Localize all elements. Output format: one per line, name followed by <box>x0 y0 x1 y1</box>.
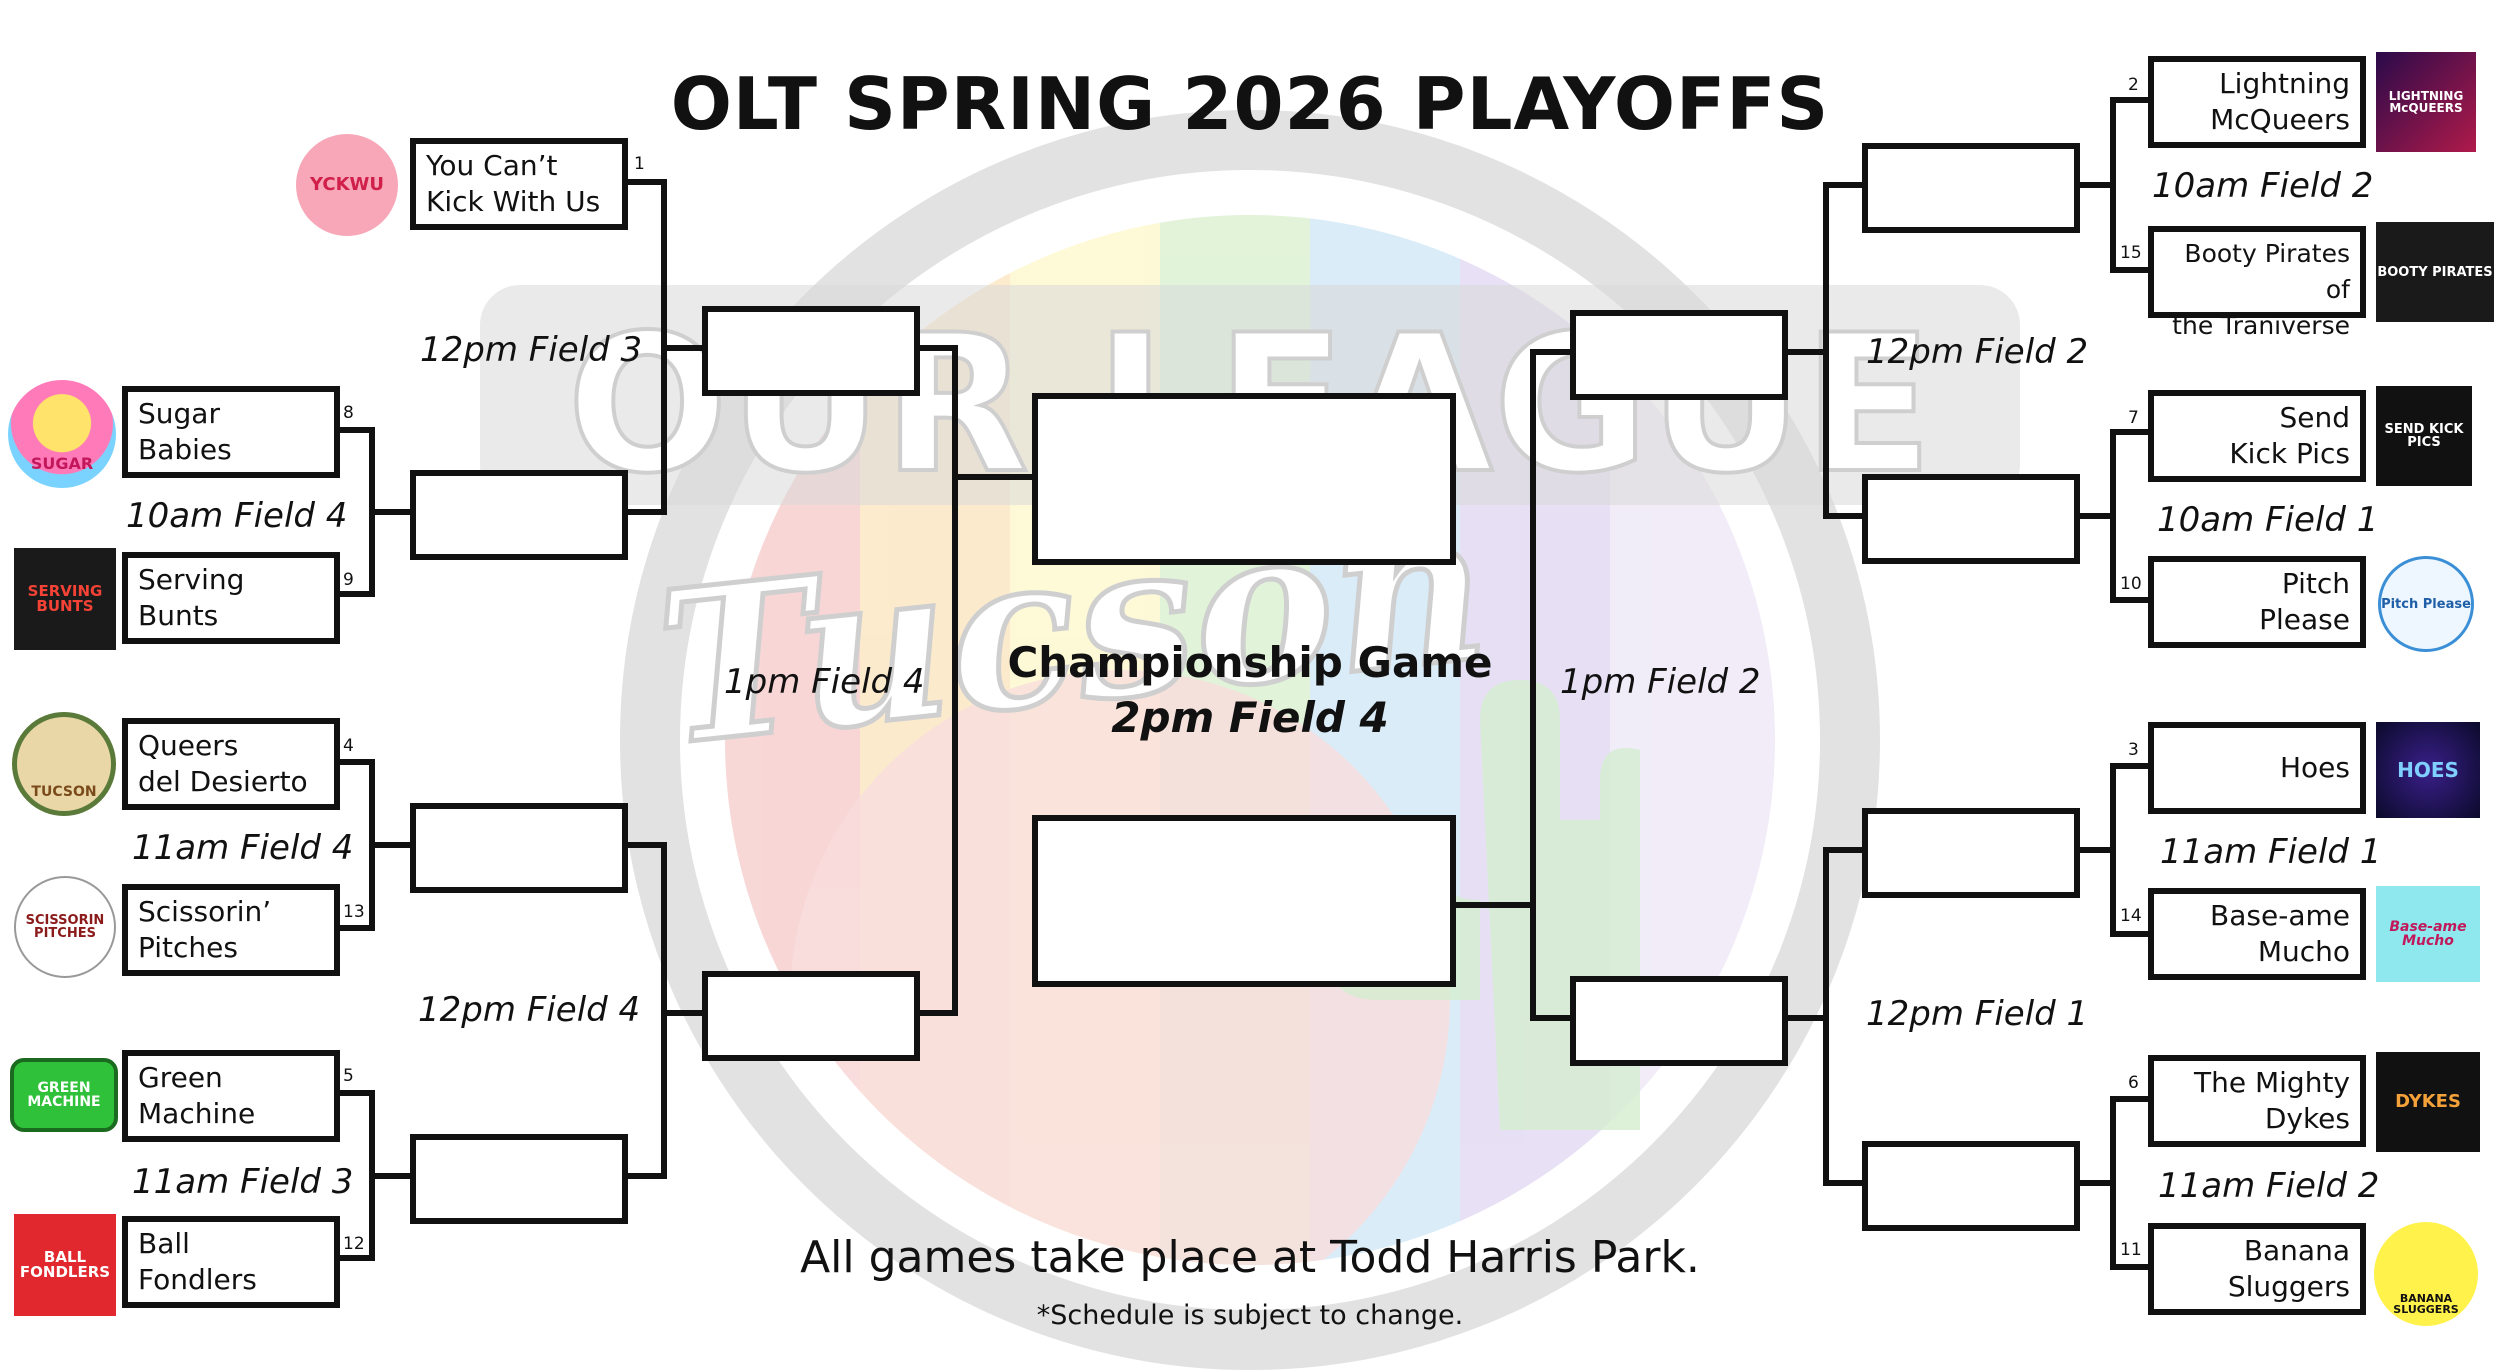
seed-9: 9 <box>343 570 354 590</box>
right-quarter-box-bottom <box>1570 976 1788 1066</box>
seed-11: 11 <box>2120 1240 2142 1260</box>
game-label-left-r1-c: 11am Field 3 <box>132 1162 354 1202</box>
skull-logo-icon: BOOTY PIRATES <box>2376 222 2494 322</box>
game-label-left-r1-b: 11am Field 4 <box>132 828 354 868</box>
team-box-the-mighty-dykes: The Mighty Dykes <box>2148 1055 2366 1147</box>
seed-3: 3 <box>2128 740 2139 760</box>
game-label-right-r1-c: 11am Field 1 <box>2160 832 2382 872</box>
game-label-right-r2-top: 12pm Field 2 <box>1866 332 2089 372</box>
neon-logo-icon: HOES <box>2376 722 2480 818</box>
seed-5: 5 <box>343 1066 354 1086</box>
left-quarter-box-bottom <box>702 971 920 1061</box>
team-box-sugar-babies: Sugar Babies <box>122 386 340 478</box>
seed-13: 13 <box>343 902 365 922</box>
game-label-right-r1-d: 11am Field 2 <box>2158 1166 2380 1206</box>
right-quarter-box-top <box>1570 310 1788 400</box>
chef-logo-icon: SERVING BUNTS <box>14 548 116 650</box>
team-box-serving-bunts: Serving Bunts <box>122 552 340 644</box>
seed-4: 4 <box>343 736 354 756</box>
game-label-right-r2-bottom: 12pm Field 1 <box>1866 994 2089 1034</box>
page-title: OLT SPRING 2026 PLAYOFFS <box>670 62 1830 146</box>
finalist-box-bottom <box>1032 815 1456 987</box>
team-box-booty-pirates: Booty Pirates of the Traniverse <box>2148 226 2366 340</box>
championship-title: Championship Game <box>1007 638 1493 687</box>
championship-label: Championship Game 2pm Field 4 <box>950 638 1550 742</box>
finalist-box-top <box>1032 393 1456 565</box>
ball-face-logo-icon: Pitch Please <box>2378 556 2474 652</box>
team-box-green-machine: Green Machine <box>122 1050 340 1142</box>
game-label-right-semi: 1pm Field 2 <box>1560 662 1761 702</box>
seed-8: 8 <box>343 403 354 423</box>
left-round2-box-a <box>410 470 628 560</box>
van-logo-icon: GREEN MACHINE <box>10 1058 118 1132</box>
championship-time: 2pm Field 4 <box>1111 693 1389 742</box>
desert-logo-icon: TUCSON <box>12 712 116 816</box>
lips-logo-icon: YCKWU <box>296 134 398 236</box>
team-box-scissorin-pitches: Scissorin’ Pitches <box>122 884 340 976</box>
seed-6: 6 <box>2128 1073 2139 1093</box>
left-quarter-box-top <box>702 306 920 396</box>
right-round2-box-c <box>1862 808 2080 898</box>
scissors-logo-icon: SCISSORIN PITCHES <box>14 876 116 978</box>
candy-logo-icon: SUGAR <box>8 380 116 488</box>
team-box-banana-sluggers: Banana Sluggers <box>2148 1223 2366 1315</box>
venue-note: All games take place at Todd Harris Park… <box>800 1232 1700 1283</box>
seed-2: 2 <box>2128 75 2139 95</box>
lips-script-logo-icon: Base-ame Mucho <box>2376 886 2480 982</box>
right-round2-box-a <box>1862 143 2080 233</box>
team-box-you-cant-kick-with-us: You Can’t Kick With Us <box>410 138 628 230</box>
game-label-left-r1-a: 10am Field 4 <box>126 496 348 536</box>
banana-logo-icon: BANANA SLUGGERS <box>2374 1222 2478 1326</box>
seed-1: 1 <box>634 154 645 174</box>
right-round2-box-b <box>1862 474 2080 564</box>
team-box-ball-fondlers: Ball Fondlers <box>122 1216 340 1308</box>
left-round2-box-b <box>410 803 628 893</box>
lightning-logo-icon: LIGHTNING McQUEERS <box>2376 52 2476 152</box>
right-round2-box-d <box>1862 1141 2080 1231</box>
left-round2-box-c <box>410 1134 628 1224</box>
game-label-left-r2-bottom: 12pm Field 4 <box>418 990 641 1030</box>
team-box-base-ame-mucho: Base-ame Mucho <box>2148 888 2366 980</box>
game-label-left-r2-top: 12pm Field 3 <box>420 330 643 370</box>
team-box-pitch-please: Pitch Please <box>2148 556 2366 648</box>
seed-7: 7 <box>2128 408 2139 428</box>
seed-14: 14 <box>2120 906 2142 926</box>
team-box-lightning-mcqueers: Lightning McQueers <box>2148 56 2366 148</box>
seed-12: 12 <box>343 1234 365 1254</box>
schedule-disclaimer: *Schedule is subject to change. <box>1036 1300 1464 1331</box>
team-box-hoes: Hoes <box>2148 722 2366 814</box>
seed-15: 15 <box>2120 243 2142 263</box>
phone-logo-icon: SEND KICK PICS <box>2376 386 2472 486</box>
game-label-left-semi: 1pm Field 4 <box>724 662 925 702</box>
seed-10: 10 <box>2120 574 2142 594</box>
game-label-right-r1-a: 10am Field 2 <box>2152 166 2374 206</box>
game-label-right-r1-b: 10am Field 1 <box>2157 500 2379 540</box>
heart-logo-icon: BALL FONDLERS <box>14 1214 116 1316</box>
team-box-send-kick-pics: Send Kick Pics <box>2148 390 2366 482</box>
team-box-queers-del-desierto: Queers del Desierto <box>122 718 340 810</box>
duck-logo-icon: DYKES <box>2376 1052 2480 1152</box>
